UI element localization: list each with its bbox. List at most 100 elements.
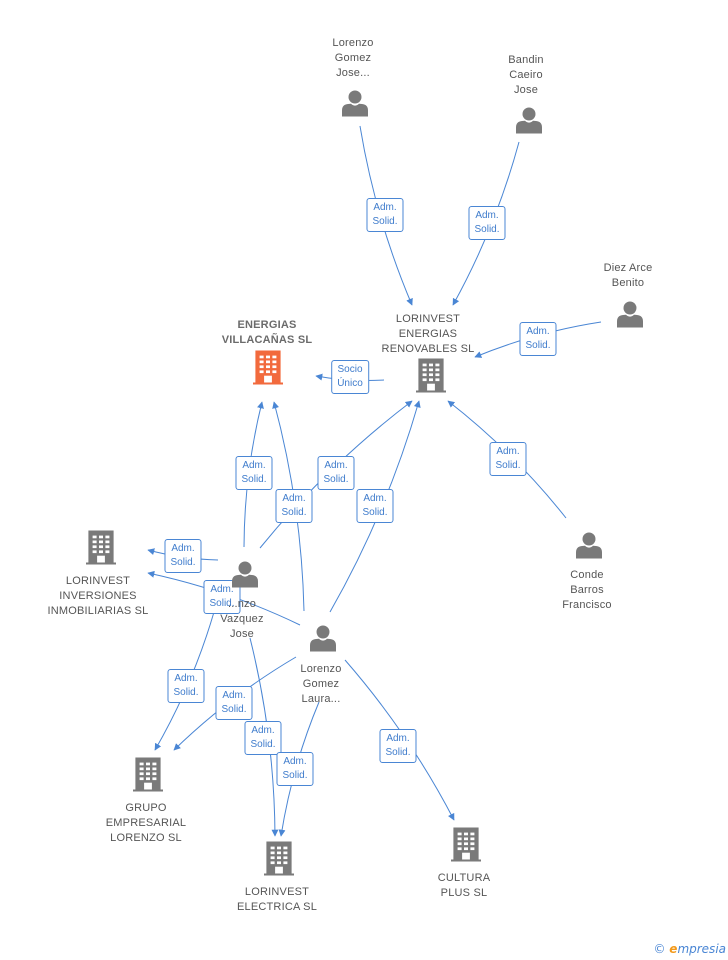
brand-logo-initial: e [669, 942, 678, 956]
copyright-symbol: © [653, 942, 666, 956]
edge-label-line: Adm. [496, 446, 520, 457]
node-label-line: Gomez [302, 678, 340, 690]
edge-label-line: Adm. [386, 733, 410, 744]
node-label-lorinvest_electrica[interactable]: LORINVEST ELECTRICA SL [237, 885, 317, 915]
edge-label-line: Adm. [363, 493, 387, 504]
node-label-grupo_empresarial[interactable]: GRUPO EMPRESARIAL LORENZO SL [106, 801, 186, 846]
node-label-line: Jose [229, 628, 255, 640]
edge-label-line: Solid. [173, 687, 199, 698]
edge-label-line: Único [337, 378, 363, 389]
edge-label-bandin_caeiro_jose-to-lorinvest_energias[interactable]: Adm. Solid. [468, 206, 506, 240]
node-label-line: Lorenzo [300, 663, 342, 675]
node-label-line: GRUPO [125, 802, 167, 814]
node-label-line: Benito [611, 277, 645, 289]
edge-label-line: Adm. [475, 210, 499, 221]
person-icon[interactable] [575, 531, 603, 564]
edge-label-line: Solid. [281, 507, 307, 518]
node-label-line: Francisco [562, 599, 612, 611]
node-label-line: ELECTRICA SL [236, 901, 318, 913]
person-icon[interactable] [515, 106, 543, 139]
edge-label-line: Adm. [251, 725, 275, 736]
edge-label-diez_arce_benito-to-lorinvest_energias[interactable]: Adm. Solid. [519, 322, 557, 356]
edge-label-lorenzo_gomez_laura-to-grupo_empresarial[interactable]: Adm. Solid. [215, 686, 253, 720]
node-label-line: PLUS SL [440, 887, 488, 899]
edge-label-lorenzo_vazquez_jose-to-grupo_empresarial[interactable]: Adm.Solid. [167, 669, 205, 703]
edge-label-lorenzo_gomez_laura-to-lorinvest_electrica[interactable]: Adm. Solid. [276, 752, 314, 786]
node-label-energias_villacanas[interactable]: ENERGIAS VILLACAÑAS SL [222, 318, 313, 348]
edge-label-line: Adm. [526, 326, 550, 337]
edge-label-line: Solid. [221, 704, 247, 715]
edge-label-line: Solid. [525, 340, 551, 351]
edge-label-line: Adm. [373, 202, 397, 213]
node-label-line: ENERGIAS [237, 319, 297, 331]
edge-label-line: Adm. [242, 460, 266, 471]
node-label-line: ENERGIAS [398, 328, 458, 340]
company-building-icon[interactable] [416, 358, 446, 398]
node-label-line: Diez Arce [603, 262, 653, 274]
company-building-icon[interactable] [133, 757, 163, 797]
edge-label-line: Adm. [283, 756, 307, 767]
node-label-lorinvest_energias[interactable]: LORINVEST ENERGIAS RENOVABLES SL [382, 312, 475, 357]
node-label-line: Lorenzo [332, 37, 374, 49]
node-label-line: Bandin [508, 54, 544, 66]
node-label-line: CULTURA [437, 872, 491, 884]
edge-label-lorenzo_gomez_laura-to-cultura_plus[interactable]: Adm. Solid. [379, 729, 417, 763]
node-label-line: INVERSIONES [59, 590, 137, 602]
edge-label-line: Adm. [210, 584, 234, 595]
footer-brand[interactable]: © empresia [653, 942, 726, 956]
edge-label-line: Adm. [282, 493, 306, 504]
brand-logo-text: mpresia [677, 942, 726, 956]
node-label-line: EMPRESARIAL [105, 817, 187, 829]
edge-label-lorenzo_vazquez_jose-to-lorinvest_inversiones[interactable]: Adm. Solid. [164, 539, 202, 573]
node-label-line: VILLACAÑAS SL [221, 334, 313, 346]
edge-label-line: Solid. [170, 557, 196, 568]
node-label-line: Caeiro [509, 69, 543, 81]
edge-label-line: Solid. [474, 224, 500, 235]
edge-label-line: Solid. [209, 598, 235, 609]
person-icon[interactable] [231, 560, 259, 593]
node-label-line: Laura... [301, 693, 341, 705]
company-building-icon[interactable] [451, 827, 481, 867]
edge-label-lorenzo_gomez_jose-to-lorinvest_energias[interactable]: Adm. Solid. [366, 198, 404, 232]
edge-label-line: Socio [337, 364, 363, 375]
node-label-cultura_plus[interactable]: CULTURA PLUS SL [438, 871, 491, 901]
company-building-icon[interactable] [264, 841, 294, 881]
edge-label-line: Adm. [222, 690, 246, 701]
node-label-line: ...nzo [227, 598, 257, 610]
edge-label-line: Solid. [385, 747, 411, 758]
edge-label-lorenzo_gomez_laura-to-lorinvest_energias[interactable]: Adm. Solid. [356, 489, 394, 523]
node-label-line: LORINVEST [65, 575, 131, 587]
company-main-building-icon[interactable] [253, 350, 283, 390]
edge-label-lorenzo_vazquez_jose-to-lorinvest_electrica[interactable]: Adm. Solid. [244, 721, 282, 755]
person-icon[interactable] [616, 300, 644, 333]
edge-label-line: Adm. [324, 460, 348, 471]
edge-label-lorenzo_vazquez_jose-to-energias_villacanas[interactable]: Adm. Solid. [235, 456, 273, 490]
edge-label-lorenzo_vazquez_jose-to-lorinvest_energias[interactable]: Adm.Solid. [317, 456, 355, 490]
person-icon[interactable] [341, 89, 369, 122]
node-label-line: Gomez [334, 52, 372, 64]
edge-label-line: Solid. [241, 474, 267, 485]
edge-label-line: Solid. [282, 770, 308, 781]
edge-label-conde_barros-to-lorinvest_energias[interactable]: Adm.Solid. [489, 442, 527, 476]
node-label-line: RENOVABLES SL [381, 343, 475, 355]
edge-label-line: Adm. [171, 543, 195, 554]
edge-label-lorenzo_gomez_laura-to-energias_villacanas[interactable]: Adm. Solid. [275, 489, 313, 523]
person-icon[interactable] [309, 624, 337, 657]
edge-label-line: Solid. [372, 216, 398, 227]
edge-label-line: Solid. [250, 739, 276, 750]
company-building-icon[interactable] [86, 530, 116, 570]
node-label-line: Barros [570, 584, 604, 596]
node-label-line: LORINVEST [244, 886, 310, 898]
node-label-line: Jose [513, 84, 539, 96]
node-label-line: LORINVEST [395, 313, 461, 325]
edge-label-line: Solid. [362, 507, 388, 518]
node-label-line: LORENZO SL [110, 832, 182, 844]
